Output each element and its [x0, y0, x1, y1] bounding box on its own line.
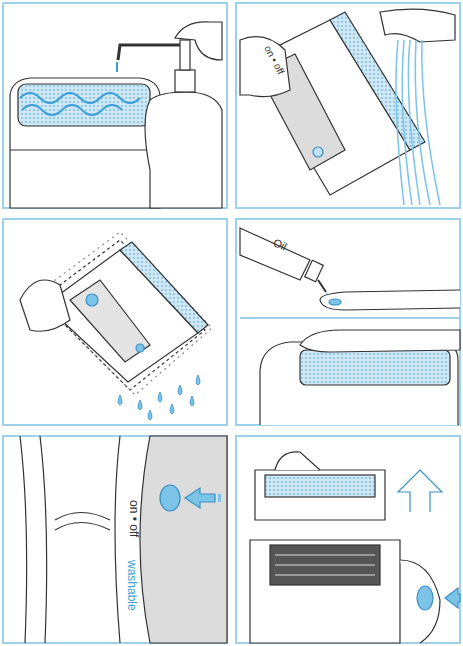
washable-marking: washable [126, 560, 138, 611]
foil-frame-release [250, 452, 460, 643]
shaver-switch [20, 436, 227, 643]
panel-frame [3, 436, 227, 643]
shaver-shaking [20, 232, 212, 420]
panel-frame [3, 3, 227, 208]
oiling-foil [240, 228, 460, 425]
switch-marking: on • off [128, 500, 140, 537]
panel-frame [236, 3, 460, 208]
panel-frame [3, 219, 227, 425]
shaver-with-cleaner [10, 22, 222, 208]
panel-frame [236, 219, 460, 425]
shaver-under-tap [240, 9, 455, 205]
panel-frame [236, 436, 460, 643]
